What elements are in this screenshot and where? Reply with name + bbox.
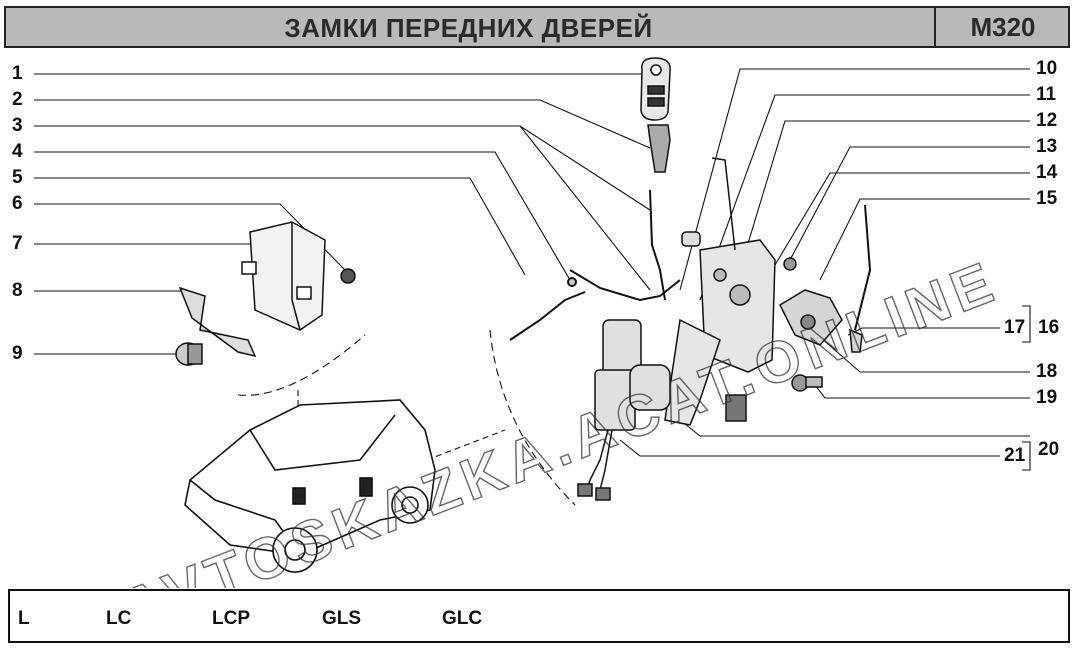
- variant-glc: GLC: [442, 608, 483, 629]
- diagram-code: M320: [970, 12, 1036, 42]
- leader-2: [34, 99, 651, 149]
- variant-gls: GLS: [322, 608, 362, 629]
- key-part: [647, 124, 671, 173]
- leader-3: [34, 125, 651, 211]
- leader-20: [679, 419, 1030, 437]
- leader-15: [819, 198, 1030, 281]
- callout-4: 4: [12, 141, 23, 162]
- callout-12: 12: [1036, 110, 1058, 131]
- variants-bar: L LC LCP GLS GLC: [8, 589, 1070, 643]
- callout-17: 17: [1004, 317, 1026, 338]
- nut-part: [340, 268, 356, 284]
- callout-13: 13: [1036, 136, 1058, 157]
- variant-lc: LC: [106, 608, 132, 629]
- screw-part: [783, 257, 823, 392]
- bracket-part: [178, 286, 257, 358]
- callout-6: 6: [12, 193, 23, 214]
- callout-2: 2: [12, 89, 23, 110]
- bracket-20-21: [1022, 441, 1031, 471]
- dashed-arc-left: [237, 334, 366, 396]
- striker-part: [779, 289, 863, 353]
- leader-13: [789, 146, 1030, 261]
- leader-21: [619, 439, 1000, 457]
- variant-lcp: LCP: [212, 608, 250, 629]
- callout-5: 5: [12, 167, 23, 188]
- callout-7: 7: [12, 233, 23, 254]
- bracket-16-17: [1022, 305, 1031, 343]
- key-fob-part: [640, 57, 671, 121]
- leader-18: [811, 329, 1030, 373]
- leader-14: [774, 172, 1030, 266]
- watermark-text: AVTOSKAZKA.ACAT.ONLINE: [114, 248, 1007, 588]
- page-title: ЗАМКИ ПЕРЕДНИХ ДВЕРЕЙ: [284, 13, 653, 43]
- parts-diagram: AVTOSKAZKA.ACAT.ONLINE: [34, 57, 1031, 588]
- callout-14: 14: [1036, 162, 1058, 183]
- callout-9: 9: [12, 343, 23, 364]
- actuator-part: [577, 319, 671, 501]
- callout-19: 19: [1036, 387, 1058, 408]
- vehicle-outline-part: [184, 399, 436, 573]
- leader-12: [739, 120, 1030, 271]
- callout-16: 16: [1038, 317, 1060, 338]
- callout-10: 10: [1036, 58, 1058, 79]
- control-unit-part: [241, 221, 326, 331]
- lock-cylinder-part: [175, 342, 203, 366]
- leader-3b: [519, 125, 651, 291]
- callout-1: 1: [12, 63, 23, 84]
- callout-8: 8: [12, 280, 23, 301]
- callout-15: 15: [1036, 188, 1058, 209]
- title-bar: ЗАМКИ ПЕРЕДНИХ ДВЕРЕЙ M320: [4, 6, 1070, 48]
- callout-18: 18: [1036, 361, 1058, 382]
- dashed-arc: [489, 329, 576, 506]
- leader-19: [814, 384, 1030, 399]
- door-lock-assembly-part: [664, 157, 872, 426]
- leader-10: [679, 68, 1030, 291]
- title-separator: [934, 8, 936, 46]
- leader-4: [34, 151, 571, 281]
- variant-l: L: [18, 608, 30, 629]
- leader-1: [34, 67, 661, 75]
- callout-20: 20: [1038, 439, 1060, 460]
- leader-5: [34, 177, 526, 276]
- callout-21: 21: [1004, 445, 1026, 466]
- callout-3: 3: [12, 115, 23, 136]
- rods-part: [509, 189, 681, 341]
- leader-11: [699, 94, 1030, 301]
- callout-11: 11: [1036, 84, 1057, 105]
